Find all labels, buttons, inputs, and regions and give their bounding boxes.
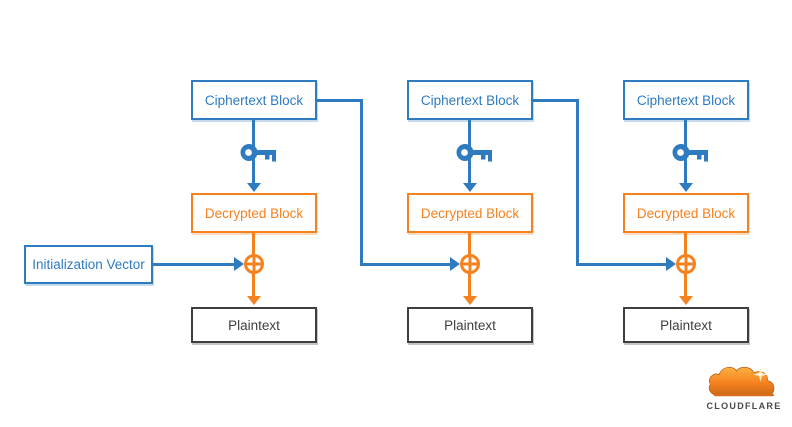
ciphertext-block-2: Ciphertext Block: [407, 80, 533, 120]
ciphertext-block-2-label: Ciphertext Block: [420, 92, 520, 108]
key-icon: [456, 142, 494, 164]
ciphertext-block-3-label: Ciphertext Block: [636, 92, 736, 108]
ciphertext-block-1-label: Ciphertext Block: [204, 92, 304, 108]
chain-1-horizontal-bottom: [360, 263, 450, 266]
initialization-vector-box: Initialization Vector: [24, 245, 153, 284]
decrypted-to-plaintext-arrowhead-1: [247, 296, 261, 305]
iv-to-xor1-arrowhead: [234, 257, 244, 271]
chain-2-vertical: [576, 99, 579, 266]
decrypted-block-2: Decrypted Block: [407, 193, 533, 233]
ciphertext-to-decrypted-arrowhead-2: [463, 183, 477, 192]
cloudflare-wordmark: CLOUDFLARE: [706, 401, 782, 411]
plaintext-block-2-label: Plaintext: [444, 317, 496, 333]
ciphertext-block-1: Ciphertext Block: [191, 80, 317, 120]
decrypted-block-1: Decrypted Block: [191, 193, 317, 233]
cloudflare-cloud-icon: [708, 366, 775, 397]
decrypted-block-3: Decrypted Block: [623, 193, 749, 233]
chain-2-horizontal-top: [533, 99, 579, 102]
chain-2-horizontal-bottom: [576, 263, 666, 266]
decrypted-to-plaintext-arrowhead-3: [679, 296, 693, 305]
plaintext-block-1-label: Plaintext: [228, 317, 280, 333]
plaintext-block-2: Plaintext: [407, 307, 533, 343]
plaintext-block-3: Plaintext: [623, 307, 749, 343]
iv-to-xor1-line: [153, 263, 235, 266]
plaintext-block-1: Plaintext: [191, 307, 317, 343]
chain-2-arrowhead: [666, 257, 676, 271]
decrypted-block-1-label: Decrypted Block: [204, 205, 304, 221]
ciphertext-to-decrypted-arrowhead-3: [679, 183, 693, 192]
decrypted-to-plaintext-arrowhead-2: [463, 296, 477, 305]
decrypted-block-2-label: Decrypted Block: [420, 205, 520, 221]
xor-icon: [458, 252, 482, 276]
chain-1-arrowhead: [450, 257, 460, 271]
key-icon: [240, 142, 278, 164]
initialization-vector-label: Initialization Vector: [32, 257, 145, 272]
cloudflare-logo: CLOUDFLARE: [698, 364, 790, 420]
decrypted-block-3-label: Decrypted Block: [636, 205, 736, 221]
chain-1-horizontal-top: [317, 99, 363, 102]
plaintext-block-3-label: Plaintext: [660, 317, 712, 333]
xor-icon: [674, 252, 698, 276]
chain-1-vertical: [360, 99, 363, 266]
ciphertext-block-3: Ciphertext Block: [623, 80, 749, 120]
key-icon: [672, 142, 710, 164]
xor-icon: [242, 252, 266, 276]
ciphertext-to-decrypted-arrowhead-1: [247, 183, 261, 192]
